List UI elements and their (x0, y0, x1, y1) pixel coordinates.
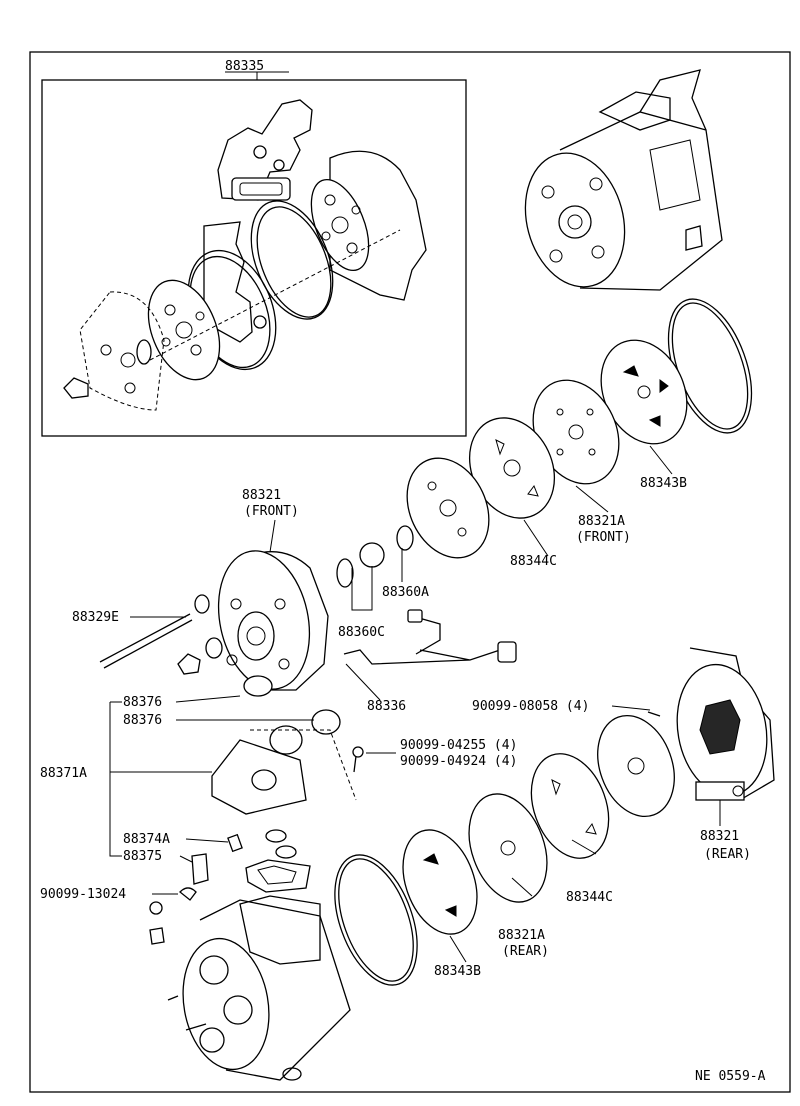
rear-housing-88321 (676, 647, 775, 801)
compressor-rear-body (167, 895, 351, 1081)
label-valve-plate-rear-sub: (REAR) (502, 944, 549, 959)
small-gaskets (245, 829, 311, 893)
label-valve-plate-rear: 88321A (498, 928, 545, 943)
label-drawing-code: NE 0559-A (695, 1069, 766, 1084)
label-valve-plate-front: 88321A (578, 514, 625, 529)
label-screw-2: 90099-04924 (4) (400, 754, 517, 769)
label-front-housing-sub: (FRONT) (244, 504, 299, 519)
label-screw-3: 90099-13024 (40, 887, 126, 902)
gasket-88343b-top (600, 339, 688, 445)
label-nut: 88375 (123, 849, 162, 864)
label-bolt: 88329E (72, 610, 119, 625)
label-cap: 88374A (123, 832, 170, 847)
label-o-ring-set: 88360C (338, 625, 385, 640)
label-gasket-bottom: 88343B (434, 964, 481, 979)
screws-small (149, 746, 364, 945)
kit-inset-box (41, 79, 467, 437)
label-front-housing: 88321 (242, 488, 281, 503)
label-valve-assy: 88371A (40, 766, 87, 781)
label-rear-housing: 88321 (700, 829, 739, 844)
label-valve-plate-front-sub: (FRONT) (576, 530, 631, 545)
label-rear-housing-sub: (REAR) (704, 847, 751, 862)
label-screw-1: 90099-04255 (4) (400, 738, 517, 753)
valve-assembly-88371a (211, 675, 357, 815)
label-bracket-b: 88376 (123, 713, 162, 728)
label-reed-valve-rear: 88344C (566, 890, 613, 905)
rear-plates (334, 711, 675, 986)
outer-frame (29, 51, 791, 1093)
label-gasket-top: 88343B (640, 476, 687, 491)
label-reed-valve-front: 88344C (510, 554, 557, 569)
valve-plate-88321a-front (532, 379, 620, 485)
label-snap-ring: 88360A (382, 585, 429, 600)
label-bracket-a: 88376 (123, 695, 162, 710)
label-kit: 88335 (225, 59, 264, 74)
gasket-front (406, 457, 490, 559)
kit-drawing (63, 99, 427, 411)
wire-harness-88336 (343, 615, 501, 665)
leader-lines (109, 445, 721, 963)
label-pin: 90099-08058 (4) (472, 699, 589, 714)
front-housing-88321 (217, 550, 329, 691)
assembled-compressor (524, 69, 723, 291)
label-wire-harness: 88336 (367, 699, 406, 714)
